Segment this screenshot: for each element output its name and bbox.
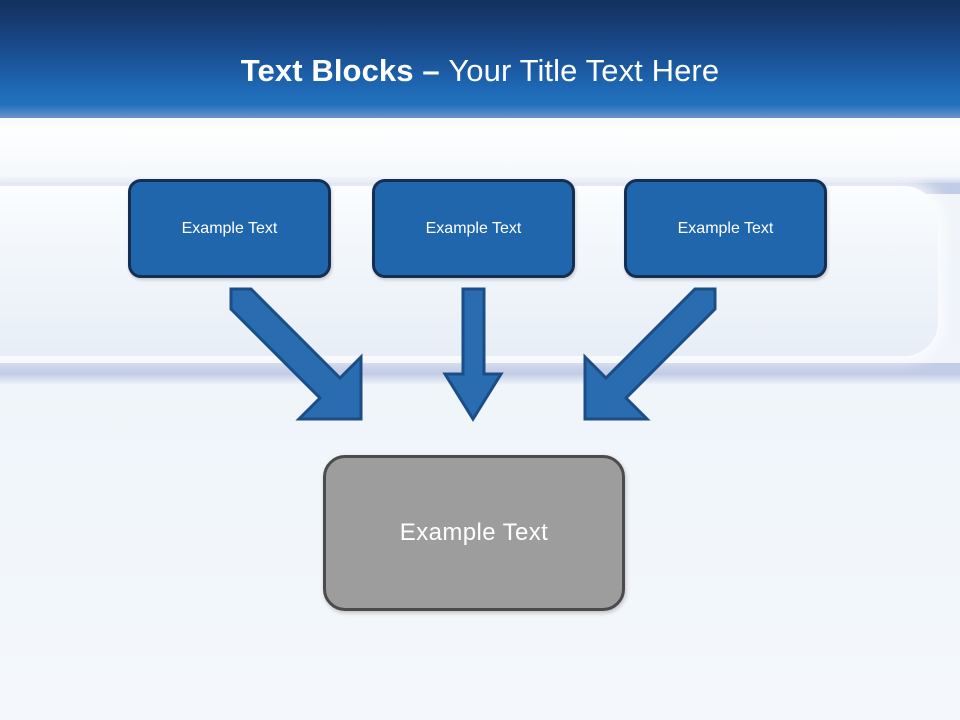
band-bottom-feather [0, 375, 960, 385]
source-box-1-label: Example Text [181, 219, 278, 237]
target-box[interactable]: Example Text [323, 455, 625, 611]
page-title-strong: Text Blocks [240, 53, 423, 88]
source-box-3[interactable]: Example Text [624, 179, 827, 278]
page-title: Text Blocks – Your Title Text Here [0, 52, 960, 90]
header-gradient-band [0, 0, 960, 128]
source-box-3-label: Example Text [677, 219, 774, 237]
source-box-1[interactable]: Example Text [128, 179, 331, 278]
source-box-2-label: Example Text [425, 219, 522, 237]
target-box-label: Example Text [399, 519, 549, 546]
decorative-band-bottom [0, 363, 960, 375]
page-title-dash: – [422, 53, 449, 88]
source-box-2[interactable]: Example Text [372, 179, 575, 278]
page-title-rest: Your Title Text Here [448, 53, 720, 88]
